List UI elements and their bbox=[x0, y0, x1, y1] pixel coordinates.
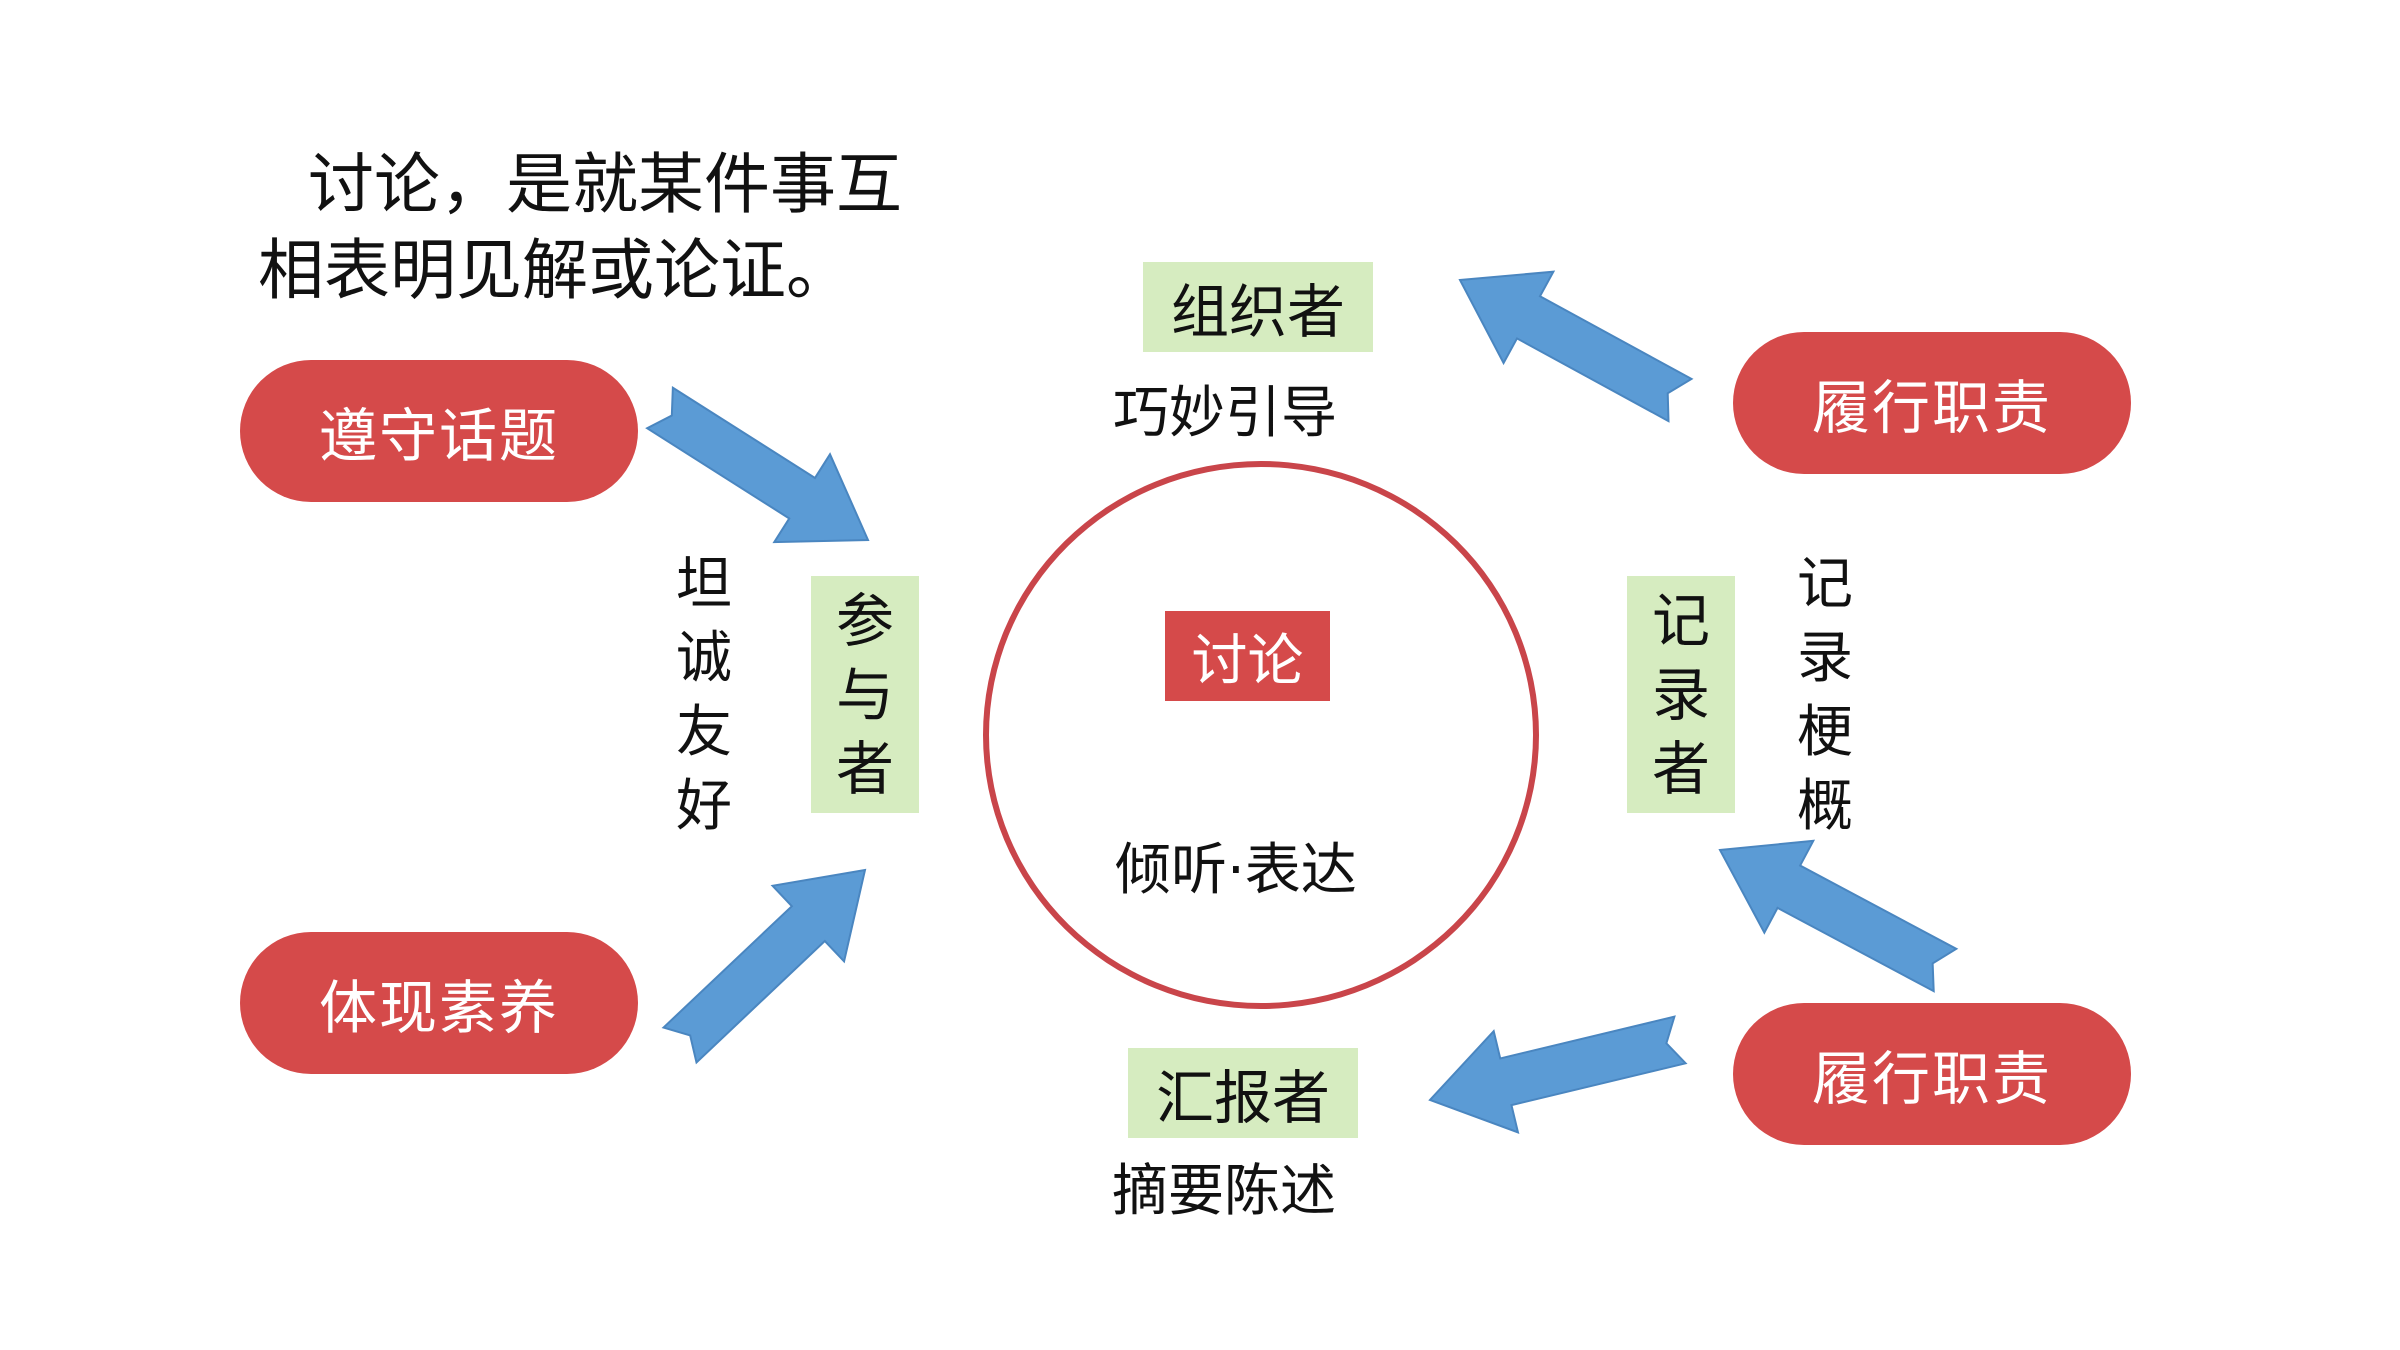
intro-line-1: 讨论，是就某件事互 bbox=[308, 146, 902, 223]
intro-text: 讨论，是就某件事互 相表明见解或论证。 bbox=[258, 142, 978, 314]
pill-follow-topic: 遵守话题 bbox=[240, 360, 638, 502]
arrow-duty-bottom-left bbox=[1428, 1015, 1688, 1134]
arrow-duty-top bbox=[1458, 270, 1694, 423]
recorder-note-char-4: 概 bbox=[1797, 774, 1853, 839]
pill-duty-bottom: 履行职责 bbox=[1733, 1003, 2131, 1145]
participant-note-char-4: 好 bbox=[676, 774, 732, 839]
recorder-char-3: 者 bbox=[1651, 734, 1710, 803]
pill-show-quality: 体现素养 bbox=[240, 932, 638, 1074]
arrow-follow-topic bbox=[645, 385, 870, 544]
arrow-show-quality bbox=[661, 868, 867, 1065]
participant-note-char-2: 诚 bbox=[676, 626, 732, 691]
center-caption: 倾听·表达 bbox=[1115, 838, 1357, 903]
recorder-tag: 记 录 者 bbox=[1627, 576, 1735, 813]
participant-char-2: 与 bbox=[835, 660, 894, 729]
organizer-tag: 组织者 bbox=[1143, 262, 1373, 352]
participant-tag: 参 与 者 bbox=[811, 576, 919, 813]
recorder-char-1: 记 bbox=[1651, 586, 1710, 655]
discussion-circle bbox=[983, 461, 1539, 1009]
recorder-note-char-3: 梗 bbox=[1797, 700, 1853, 765]
participant-char-3: 者 bbox=[835, 734, 894, 803]
recorder-note-char-2: 录 bbox=[1797, 626, 1853, 691]
participant-note-char-1: 坦 bbox=[676, 552, 732, 617]
recorder-note: 记 录 梗 概 bbox=[1793, 548, 1857, 844]
participant-char-1: 参 bbox=[835, 586, 894, 655]
arrow-duty-bottom-up bbox=[1718, 839, 1959, 993]
reporter-tag: 汇报者 bbox=[1128, 1048, 1358, 1138]
recorder-note-char-1: 记 bbox=[1797, 552, 1853, 617]
pill-duty-top: 履行职责 bbox=[1733, 332, 2131, 474]
participant-note-char-3: 友 bbox=[676, 700, 732, 765]
organizer-note: 巧妙引导 bbox=[1113, 381, 1337, 446]
participant-note: 坦 诚 友 好 bbox=[672, 548, 736, 844]
reporter-note: 摘要陈述 bbox=[1112, 1159, 1336, 1224]
recorder-char-2: 录 bbox=[1651, 660, 1710, 729]
center-title: 讨论 bbox=[1165, 611, 1330, 701]
intro-line-2: 相表明见解或论证。 bbox=[258, 232, 852, 309]
